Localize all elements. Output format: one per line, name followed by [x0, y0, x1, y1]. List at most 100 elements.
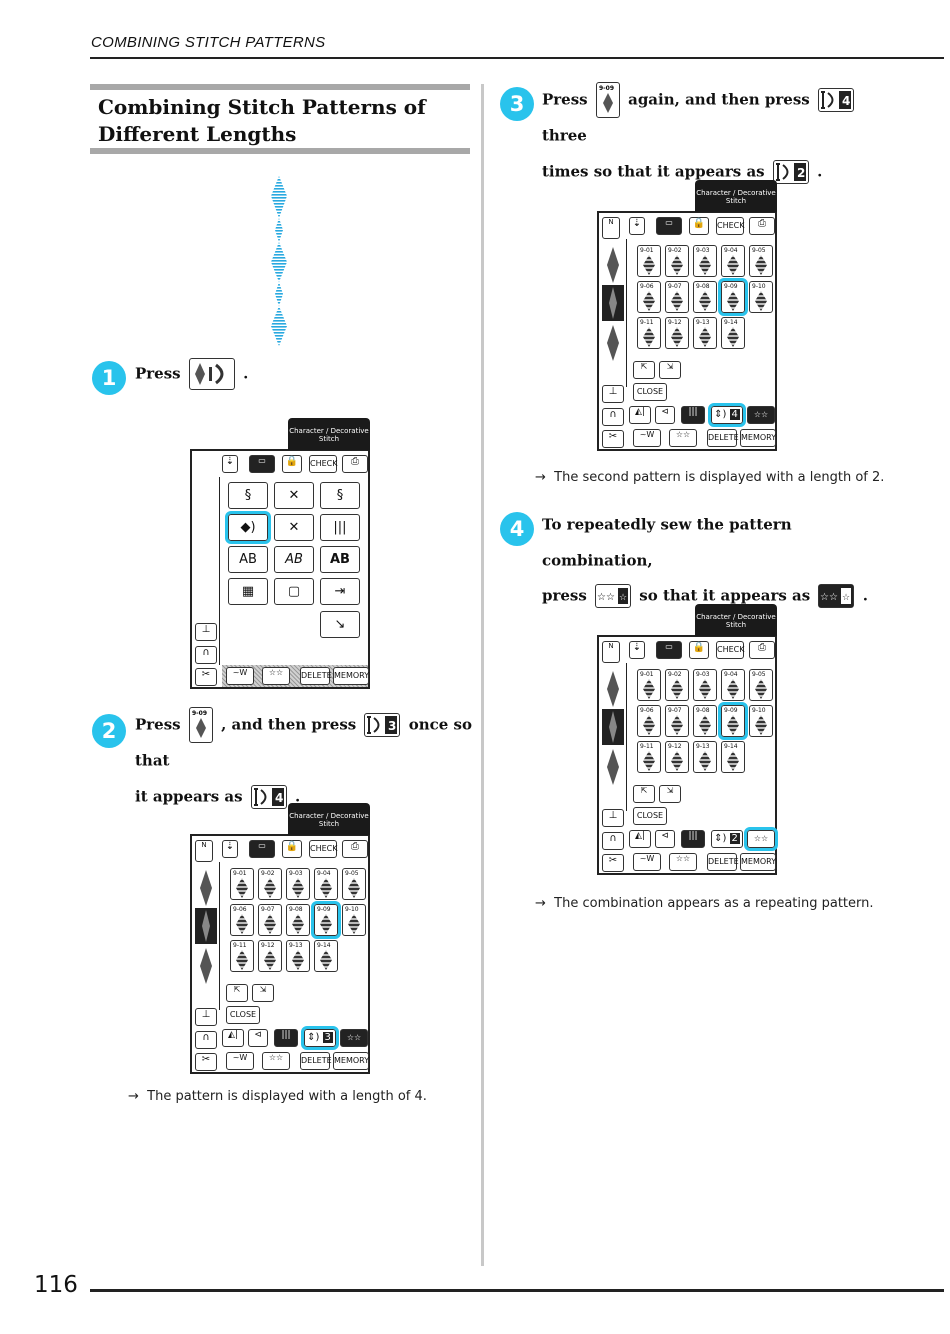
- needle-icon[interactable]: ⇣: [222, 840, 238, 858]
- reverse-icon[interactable]: ∩: [602, 832, 624, 850]
- lock-icon[interactable]: 🔒: [282, 840, 302, 858]
- presser-foot-icon[interactable]: ⊥: [195, 1008, 217, 1026]
- n-mode-icon[interactable]: N: [195, 840, 213, 862]
- close-button[interactable]: CLOSE: [633, 807, 667, 825]
- stitch-key-1[interactable]: ~W: [226, 1052, 254, 1070]
- stitch-cell-9-12[interactable]: 9-12: [258, 940, 282, 972]
- memory-button[interactable]: MEMORY: [740, 853, 776, 871]
- mirror-icon[interactable]: ◭|: [629, 830, 651, 848]
- memory-button[interactable]: MEMORY: [740, 429, 776, 447]
- stitch-cell-9-02[interactable]: 9-02: [258, 868, 282, 900]
- category-key-5[interactable]: ✕: [274, 514, 314, 541]
- stitch-cell-9-05[interactable]: 9-05: [749, 245, 773, 277]
- flip-icon[interactable]: ⊲: [655, 406, 675, 424]
- memory-screen-icon[interactable]: ⎙: [342, 840, 368, 858]
- stitch-cell-9-14[interactable]: 9-14: [721, 317, 745, 349]
- stitch-cell-9-06[interactable]: 9-06: [230, 904, 254, 936]
- length-key[interactable]: ⇕) 4: [708, 403, 746, 427]
- category-key-12[interactable]: ⇥: [320, 578, 360, 605]
- reverse-icon[interactable]: ∩: [195, 1031, 217, 1049]
- scissors-icon[interactable]: ✂: [602, 430, 624, 448]
- stitch-cell-9-06[interactable]: 9-06: [637, 705, 661, 737]
- scroll-down-icon[interactable]: ⇲: [252, 984, 274, 1002]
- stitch-cell-9-11[interactable]: 9-11: [637, 317, 661, 349]
- stitch-cell-9-04[interactable]: 9-04: [721, 245, 745, 277]
- memory-screen-icon[interactable]: ⎙: [749, 641, 775, 659]
- check-button[interactable]: CHECK: [716, 217, 745, 235]
- memory-screen-icon[interactable]: ⎙: [749, 217, 775, 235]
- scissors-icon[interactable]: ✂: [195, 1053, 217, 1071]
- stitch-cell-9-08[interactable]: 9-08: [693, 705, 717, 737]
- stitch-cell-9-06[interactable]: 9-06: [637, 281, 661, 313]
- stitch-cell-9-02[interactable]: 9-02: [665, 245, 689, 277]
- needle-mode-icon[interactable]: |||: [681, 406, 705, 424]
- stitch-cell-9-03[interactable]: 9-03: [286, 868, 310, 900]
- presser-foot-icon[interactable]: ⊥: [195, 623, 217, 641]
- stitch-key-1[interactable]: ~W: [226, 667, 254, 685]
- stitch-cell-9-12[interactable]: 9-12: [665, 741, 689, 773]
- category-key-2[interactable]: ✕: [274, 482, 314, 509]
- scroll-up-icon[interactable]: ⇱: [633, 361, 655, 379]
- category-key-13[interactable]: ↘: [320, 611, 360, 638]
- stitch-cell-9-14[interactable]: 9-14: [721, 741, 745, 773]
- delete-button[interactable]: DELETE: [300, 667, 332, 685]
- stitch-cell-9-09[interactable]: 9-09: [718, 702, 748, 740]
- n-mode-icon[interactable]: N: [602, 641, 620, 663]
- needle-icon[interactable]: ⇣: [629, 641, 645, 659]
- mode-key[interactable]: ▭: [656, 217, 682, 235]
- stitch-cell-9-07[interactable]: 9-07: [258, 904, 282, 936]
- scroll-down-icon[interactable]: ⇲: [659, 785, 681, 803]
- alphabet-key-3[interactable]: AB: [320, 546, 360, 573]
- close-button[interactable]: CLOSE: [633, 383, 667, 401]
- needle-mode-icon[interactable]: |||: [681, 830, 705, 848]
- category-key-3[interactable]: §: [320, 482, 360, 509]
- pattern-combo-key[interactable]: ◆): [225, 511, 271, 544]
- check-button[interactable]: CHECK: [716, 641, 745, 659]
- stitch-key-1[interactable]: ~W: [633, 853, 661, 871]
- delete-button[interactable]: DELETE: [707, 853, 739, 871]
- check-button[interactable]: CHECK: [309, 455, 338, 473]
- scroll-up-icon[interactable]: ⇱: [633, 785, 655, 803]
- stitch-cell-9-09[interactable]: 9-09: [311, 901, 341, 939]
- delete-button[interactable]: DELETE: [300, 1052, 332, 1070]
- stitch-cell-9-09[interactable]: 9-09: [718, 278, 748, 316]
- scroll-up-icon[interactable]: ⇱: [226, 984, 248, 1002]
- stitch-cell-9-02[interactable]: 9-02: [665, 669, 689, 701]
- repeat-key[interactable]: ☆☆: [744, 827, 778, 851]
- flip-icon[interactable]: ⊲: [248, 1029, 268, 1047]
- check-button[interactable]: CHECK: [309, 840, 338, 858]
- stitch-key-2[interactable]: ☆☆: [262, 1052, 290, 1070]
- stitch-cell-9-11[interactable]: 9-11: [637, 741, 661, 773]
- stitch-cell-9-07[interactable]: 9-07: [665, 281, 689, 313]
- memory-screen-icon[interactable]: ⎙: [342, 455, 368, 473]
- memory-button[interactable]: MEMORY: [333, 667, 369, 685]
- lock-icon[interactable]: 🔒: [689, 217, 709, 235]
- stitch-cell-9-12[interactable]: 9-12: [665, 317, 689, 349]
- stitch-key-2[interactable]: ☆☆: [669, 853, 697, 871]
- stitch-key-1[interactable]: ~W: [633, 429, 661, 447]
- lock-icon[interactable]: 🔒: [282, 455, 302, 473]
- presser-foot-icon[interactable]: ⊥: [602, 385, 624, 403]
- repeat-key[interactable]: ☆☆: [747, 406, 775, 424]
- mode-key[interactable]: ▭: [656, 641, 682, 659]
- needle-mode-icon[interactable]: |||: [274, 1029, 298, 1047]
- stitch-cell-9-14[interactable]: 9-14: [314, 940, 338, 972]
- stitch-cell-9-05[interactable]: 9-05: [342, 868, 366, 900]
- stitch-cell-9-13[interactable]: 9-13: [693, 741, 717, 773]
- needle-icon[interactable]: ⇣: [222, 455, 238, 473]
- stitch-cell-9-10[interactable]: 9-10: [749, 705, 773, 737]
- stitch-cell-9-03[interactable]: 9-03: [693, 245, 717, 277]
- mirror-icon[interactable]: ◭|: [222, 1029, 244, 1047]
- reverse-icon[interactable]: ∩: [602, 408, 624, 426]
- stitch-cell-9-01[interactable]: 9-01: [637, 669, 661, 701]
- scissors-icon[interactable]: ✂: [602, 854, 624, 872]
- stitch-cell-9-01[interactable]: 9-01: [230, 868, 254, 900]
- stitch-cell-9-07[interactable]: 9-07: [665, 705, 689, 737]
- stitch-cell-9-10[interactable]: 9-10: [749, 281, 773, 313]
- scroll-down-icon[interactable]: ⇲: [659, 361, 681, 379]
- category-key-11[interactable]: ▢: [274, 578, 314, 605]
- category-key-1[interactable]: §: [228, 482, 268, 509]
- stitch-key-2[interactable]: ☆☆: [669, 429, 697, 447]
- stitch-cell-9-05[interactable]: 9-05: [749, 669, 773, 701]
- stitch-key-2[interactable]: ☆☆: [262, 667, 290, 685]
